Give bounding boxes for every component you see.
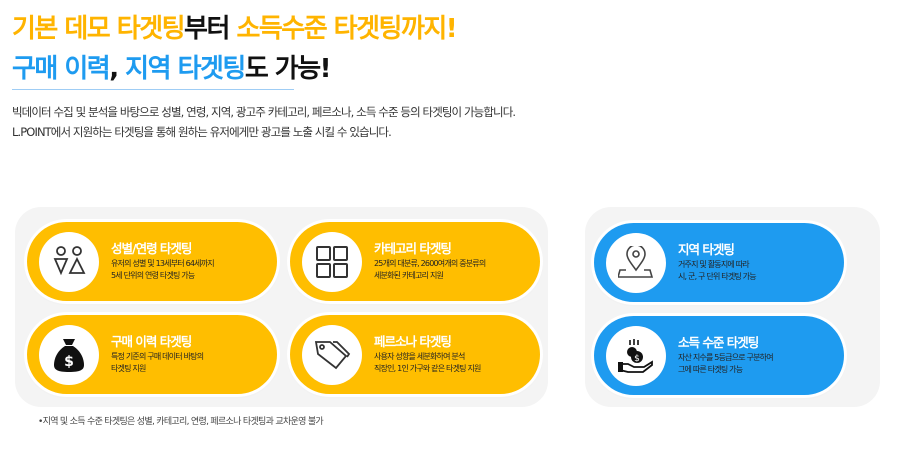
divider [12, 89, 294, 90]
svg-text:$: $ [64, 354, 74, 370]
map-pin-icon [606, 233, 666, 293]
card-category: 카테고리 타겟팅 25개의 대분류, 2600여개의 중분류의 세분화된 카테고… [290, 222, 540, 301]
footnote: •지역 및 소득 수준 타겟팅은 성별, 카테고리, 연령, 페르소나 타겟팅과… [38, 417, 324, 427]
grid-icon [302, 232, 362, 292]
card-gender-age: 성별/연령 타겟팅 유저의 성별 및 13세부터 64세까지 5세 단위의 연령… [27, 222, 277, 301]
card-location: 지역 타겟팅 거주지 및 활동지에 따라 시, 군, 구 단위 타겟팅 가능 [594, 223, 844, 302]
card-purchase-history: $ 구매 이력 타겟팅 특정 기준의 구매 데이터 바탕의 타겟팅 지원 [27, 315, 277, 394]
tag-icon [302, 325, 362, 385]
gender-icon [39, 232, 99, 292]
headline-line2: 구매 이력, 지역 타겟팅도 가능! [12, 54, 332, 84]
money-bag-icon: $ [39, 325, 99, 385]
headline-line1: 기본 데모 타겟팅부터 소득수준 타겟팅까지! [12, 14, 458, 44]
svg-text:$: $ [634, 354, 640, 364]
coin-hand-icon: $ [606, 326, 666, 386]
card-persona: 페르소나 타겟팅 사용자 성향을 세분화하여 분석 직장인, 1인 가구와 같은… [290, 315, 540, 394]
card-income: $ 소득 수준 타겟팅 자산 지수를 5등급으로 구분하여 그에 따른 타겟팅 … [594, 316, 844, 395]
description-line1: 빅데이터 수집 및 분석을 바탕으로 성별, 연령, 지역, 광고주 카테고리,… [12, 105, 516, 119]
description-line2: L.POINT에서 지원하는 타겟팅을 통해 원하는 유저에게만 광고를 노출 … [12, 125, 392, 139]
